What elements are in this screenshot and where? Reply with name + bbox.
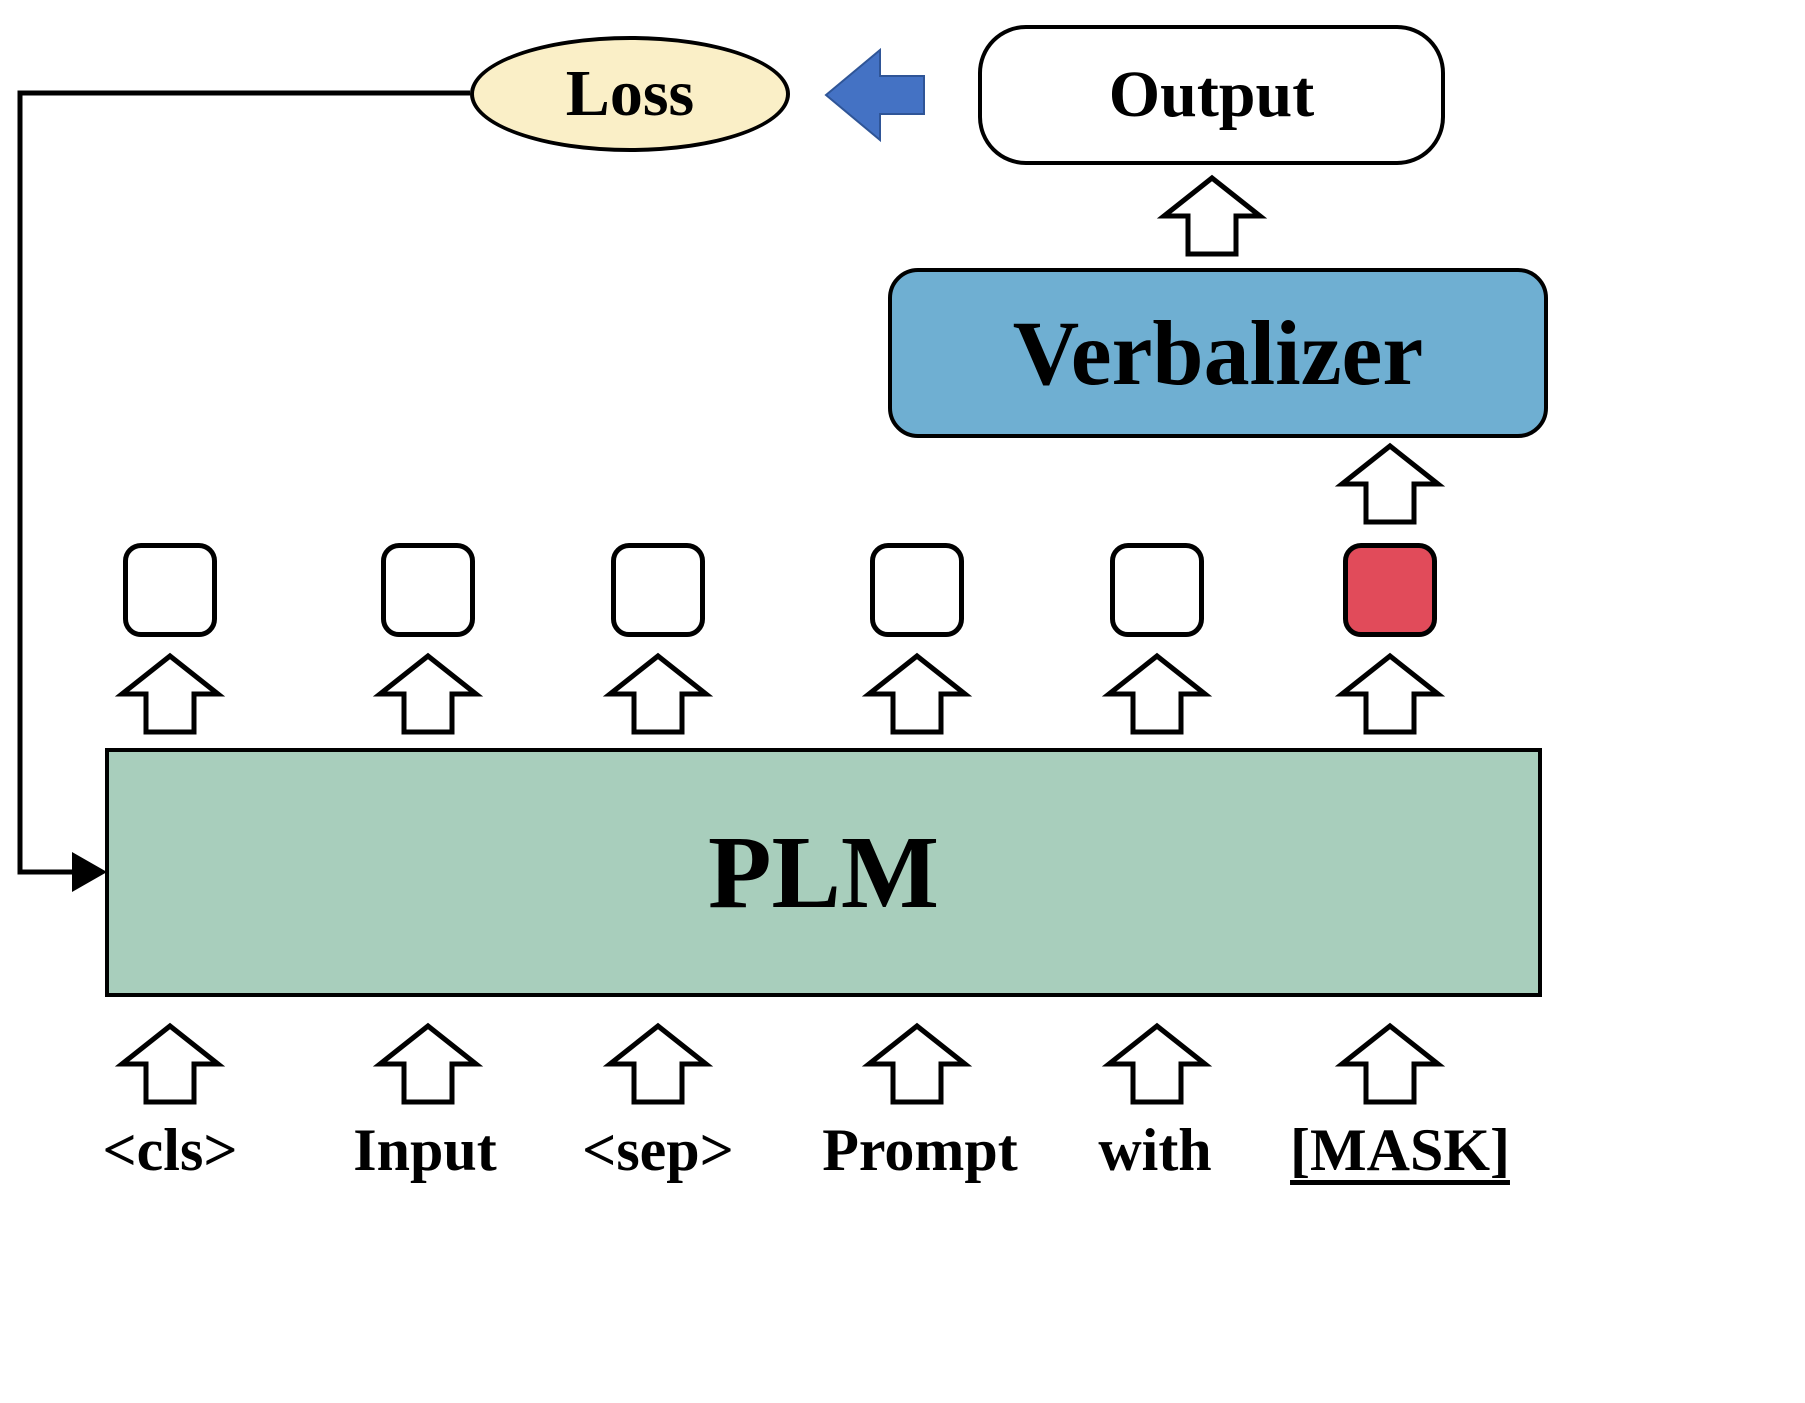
output-token-slot	[381, 543, 475, 637]
input-token-label-mask: [MASK]	[1290, 1117, 1510, 1183]
input-to-plm-arrow-icon	[1109, 1026, 1205, 1102]
loss-feedback-line	[17, 90, 470, 875]
mask-to-verbalizer-arrow-icon	[1342, 446, 1438, 522]
loss-label: Loss	[565, 57, 695, 130]
loss-node: Loss	[470, 36, 790, 152]
input-token-label: Prompt	[822, 1117, 1018, 1183]
input-to-plm-arrow-icon	[869, 1026, 965, 1102]
output-to-loss-arrow-icon	[824, 47, 925, 143]
verbalizer-node: Verbalizer	[888, 268, 1548, 438]
input-to-plm-arrow-icon	[380, 1026, 476, 1102]
input-to-plm-arrow-icon	[122, 1026, 218, 1102]
plm-to-token-arrow-icon	[1342, 656, 1438, 732]
input-to-plm-arrow-icon	[610, 1026, 706, 1102]
plm-node: PLM	[105, 748, 1542, 997]
output-token-slot	[1110, 543, 1204, 637]
output-label: Output	[1108, 58, 1315, 131]
plm-to-token-arrow-icon	[380, 656, 476, 732]
plm-to-token-arrow-icon	[1109, 656, 1205, 732]
input-token-label: <sep>	[582, 1117, 734, 1183]
verbalizer-to-output-arrow-icon	[1164, 178, 1260, 254]
plm-to-token-arrow-icon	[610, 656, 706, 732]
input-to-plm-arrow-icon	[1342, 1026, 1438, 1102]
input-token-label: Input	[353, 1117, 497, 1183]
loss-feedback-arrowhead-icon	[72, 852, 107, 892]
plm-to-token-arrow-icon	[122, 656, 218, 732]
output-token-slot	[123, 543, 217, 637]
mask-output-token-slot	[1343, 543, 1437, 637]
output-token-slot	[870, 543, 964, 637]
plm-label: PLM	[707, 815, 940, 930]
plm-to-token-arrow-icon	[869, 656, 965, 732]
input-token-label: <cls>	[102, 1117, 238, 1183]
verbalizer-label: Verbalizer	[1012, 302, 1424, 404]
output-node: Output	[978, 25, 1445, 165]
input-token-label: with	[1098, 1117, 1212, 1183]
output-token-slot	[611, 543, 705, 637]
